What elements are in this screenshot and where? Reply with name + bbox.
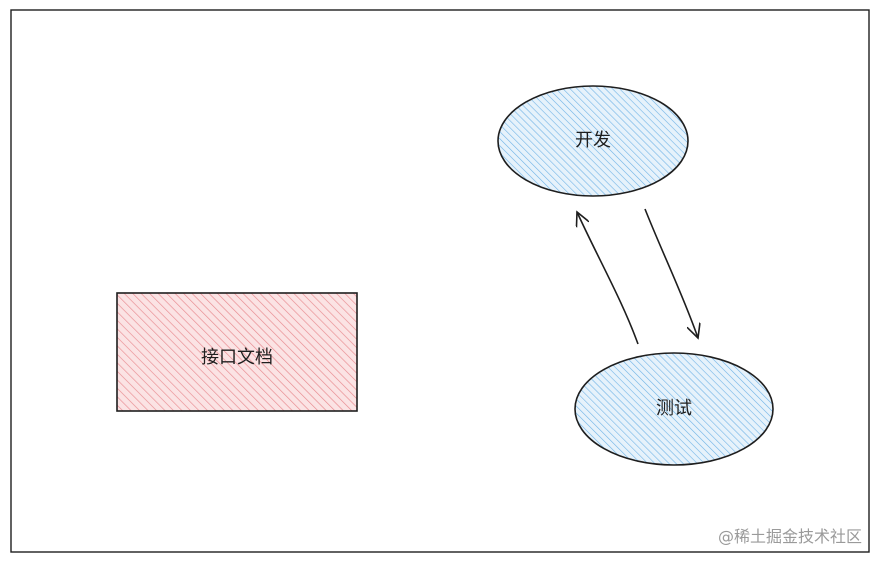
- node-test-label: 测试: [656, 398, 692, 419]
- node-api-doc-hatch: [116, 292, 358, 412]
- node-dev-hatch: [497, 85, 689, 197]
- node-test-hatch: [574, 352, 774, 466]
- diagram-frame: [10, 9, 870, 553]
- node-api-doc: 接口文档: [116, 292, 358, 412]
- edge-dev-to-test: [644, 208, 698, 338]
- edge-test-to-dev: [577, 212, 639, 345]
- edge-test-to-dev-arrow: [577, 212, 639, 345]
- node-dev-label: 开发: [575, 130, 611, 151]
- node-api-doc-label: 接口文档: [201, 347, 273, 368]
- watermark: @稀土掘金技术社区: [718, 527, 862, 546]
- node-dev: 开发: [497, 85, 689, 197]
- node-test: 测试: [574, 352, 774, 466]
- edge-dev-to-test-arrow: [644, 208, 698, 338]
